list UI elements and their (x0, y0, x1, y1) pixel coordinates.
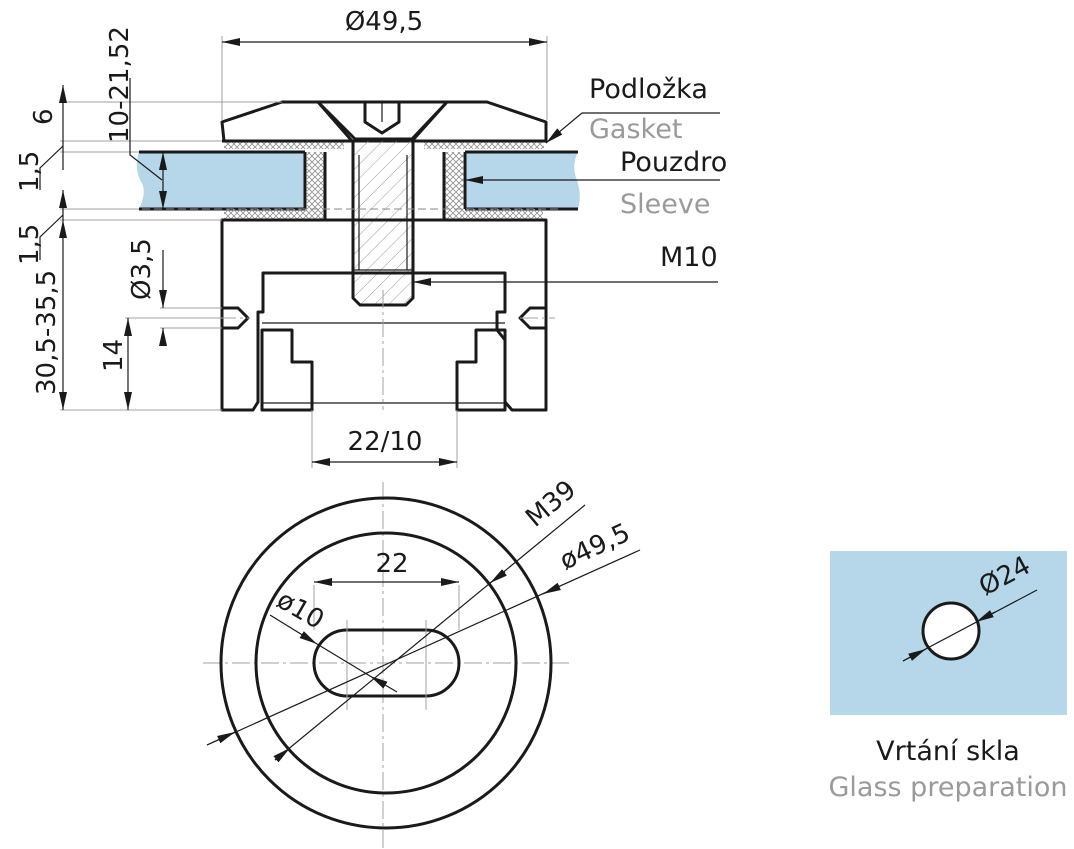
dim-screw-hole-height: 14 (99, 339, 129, 372)
gasket (224, 141, 544, 220)
glass-pane-left (136, 150, 307, 211)
callout-sleeve: Pouzdro Sleeve (465, 147, 727, 220)
dim-outer-diameter: ø49,5 (555, 518, 635, 576)
dim-top-diameter: Ø49,5 (345, 7, 423, 37)
drill-hole (921, 601, 981, 661)
dim-slot-length: 22 (375, 549, 408, 579)
cap (220, 100, 548, 143)
inner-thread-circle (254, 531, 518, 795)
dim-thread: M39 (520, 475, 582, 534)
svg-text:M10: M10 (660, 242, 718, 273)
glass-prep-title: Vrtání skla (876, 736, 1020, 767)
svg-text:Podložka: Podložka (589, 74, 708, 105)
dim-gasket-bottom: 1,5 (15, 224, 45, 265)
svg-text:Gasket: Gasket (589, 114, 682, 145)
dim-screw-hole-diameter: Ø3,5 (127, 238, 157, 300)
slot (312, 628, 461, 698)
glass-prep-subtitle: Glass preparation (829, 772, 1068, 803)
dim-cap-height: 6 (29, 108, 59, 125)
callout-bolt: M10 (413, 242, 718, 286)
body (220, 218, 548, 412)
dim-gasket-top: 1,5 (15, 151, 45, 192)
dim-glass-thickness: 10-21,52 (105, 26, 135, 143)
svg-text:Sleeve: Sleeve (620, 189, 710, 220)
dim-body-height: 30,5-35,5 (32, 270, 62, 395)
outer-circle (219, 496, 553, 830)
glass-preparation: Ø24 Vrtání skla Glass preparation (829, 551, 1068, 803)
callout-gasket: Podložka Gasket (545, 74, 720, 145)
plan-view: 22 ø10 M39 ø49,5 (203, 475, 641, 848)
dim-slot-diameter: ø10 (272, 585, 329, 635)
sleeve (306, 152, 464, 209)
section-view: Ø49,5 6 1,5 10-21,52 1,5 30,5-35,5 Ø3,5 (15, 7, 727, 468)
svg-text:Pouzdro: Pouzdro (620, 147, 727, 178)
dim-bottom-width: 22/10 (348, 427, 423, 457)
